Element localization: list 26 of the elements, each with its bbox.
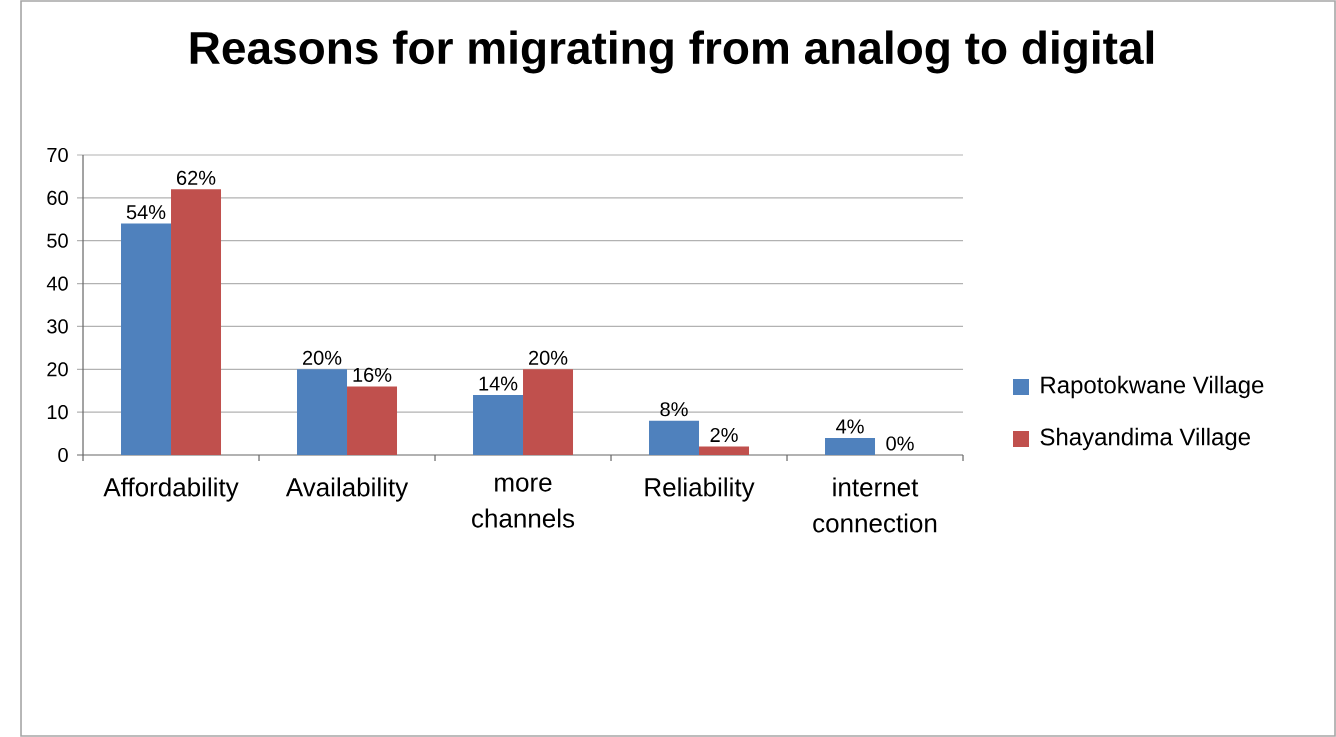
value-label: 16%: [353, 367, 392, 382]
value-label: 54%: [126, 205, 166, 220]
value-label: 20%: [303, 350, 342, 365]
value-label: 14%: [479, 376, 518, 391]
tick-label: 50: [47, 233, 68, 248]
value-label: 2%: [710, 427, 738, 442]
value-label: 20%: [529, 350, 568, 365]
legend-label: Rapotokwane Village: [1041, 375, 1264, 399]
tick-label: 40: [46, 276, 68, 291]
tick-label: 60: [47, 190, 68, 205]
category-label: Reliability: [645, 477, 755, 502]
tick-label: 30: [47, 319, 68, 334]
tick-label: 20: [47, 362, 68, 377]
category-label: Availability: [285, 477, 409, 502]
category-label: more channels: [472, 477, 575, 528]
category-label: Affordability: [103, 477, 239, 502]
tick-label: 0: [58, 447, 68, 463]
value-label: 0%: [886, 436, 914, 451]
tick-label: 10: [47, 405, 68, 420]
tick-label: 70: [47, 147, 68, 163]
legend-label: Shayandima Village: [1040, 427, 1250, 451]
value-label: 8%: [660, 402, 688, 417]
category-label: internet connection: [813, 477, 937, 533]
value-label: 62%: [177, 170, 216, 185]
chart-title: Reasons for migrating from analog to digital: [190, 30, 1154, 74]
value-label: 4%: [836, 419, 864, 434]
